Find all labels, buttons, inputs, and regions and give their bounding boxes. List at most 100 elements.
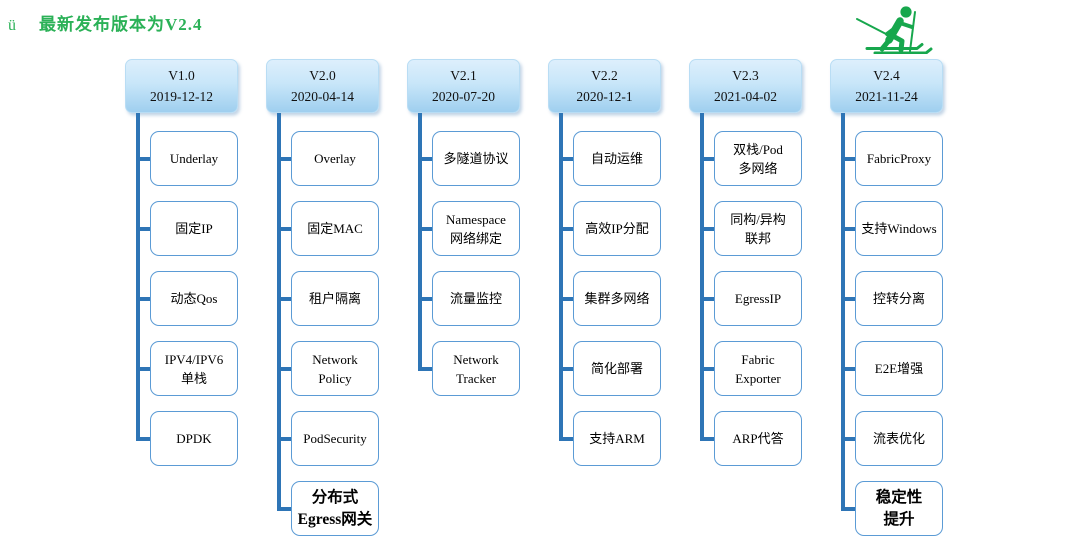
version-date: 2021-11-24 — [855, 89, 918, 104]
feature-line: 集群多网络 — [584, 291, 650, 306]
version-column: V2.1 2020-07-20 多隧道协议 Namespace 网络绑定流量监控 Netw… — [407, 59, 548, 539]
feature-line: 自动运维 — [590, 151, 643, 166]
connector-stub — [700, 226, 716, 231]
feature-line: 简化部署 — [590, 361, 643, 376]
feature-box: Namespace 网络绑定 — [432, 201, 520, 256]
connector-stub — [700, 436, 716, 441]
connector-stub — [700, 296, 716, 301]
feature-box: 自动运维 — [573, 131, 661, 186]
feature-line: 稳定性 — [875, 488, 923, 506]
connector-stub — [136, 156, 152, 161]
feature-box: 流量监控 — [432, 271, 520, 326]
feature-line: Network — [312, 351, 358, 367]
feature-line: Namespace — [446, 211, 506, 227]
feature-line: 固定MAC — [307, 221, 363, 236]
feature-box: Underlay — [150, 131, 238, 186]
feature-line: Fabric — [741, 351, 775, 367]
version-label: V2.1 — [450, 68, 477, 83]
feature-box: E2E增强 — [855, 341, 943, 396]
connector-stub — [841, 296, 857, 301]
feature-line: 支持ARM — [589, 431, 645, 446]
version-header: V2.2 2020-12-1 — [548, 59, 661, 113]
feature-box: 集群多网络 — [573, 271, 661, 326]
trunk-line — [136, 113, 140, 439]
feature-box: FabricProxy — [855, 131, 943, 186]
connector-stub — [277, 226, 293, 231]
feature-line: 支持Windows — [861, 221, 937, 236]
feature-line: Policy — [318, 370, 352, 386]
connector-stub — [559, 436, 575, 441]
feature-box: 分布式 Egress网关 — [291, 481, 379, 536]
connector-stub — [277, 156, 293, 161]
feature-line: Egress网关 — [297, 510, 373, 528]
connector-stub — [559, 156, 575, 161]
feature-line: 租户隔离 — [308, 291, 361, 306]
feature-line: 控转分离 — [872, 291, 925, 306]
feature-line: PodSecurity — [303, 431, 367, 446]
version-date: 2020-12-1 — [576, 89, 633, 104]
feature-line: 分布式 — [311, 488, 359, 506]
feature-line: 单栈 — [180, 370, 207, 386]
feature-box: ARP代答 — [714, 411, 802, 466]
connector-stub — [559, 296, 575, 301]
feature-box: 租户隔离 — [291, 271, 379, 326]
version-date: 2019-12-12 — [150, 89, 213, 104]
latest-version-text: 最新发布版本为V2.4 — [39, 15, 203, 34]
feature-line: 联邦 — [744, 230, 771, 246]
version-header: V2.4 2021-11-24 — [830, 59, 943, 113]
connector-stub — [418, 156, 434, 161]
trunk-line — [700, 113, 704, 439]
connector-stub — [559, 226, 575, 231]
feature-box: Overlay — [291, 131, 379, 186]
checkmark-bullet: ü — [8, 17, 16, 34]
connector-stub — [841, 436, 857, 441]
feature-line: FabricProxy — [866, 151, 932, 166]
version-date: 2020-07-20 — [432, 89, 495, 104]
connector-stub — [277, 506, 293, 511]
feature-line: 双栈/Pod — [733, 141, 783, 157]
version-header: V2.1 2020-07-20 — [407, 59, 520, 113]
feature-line: DPDK — [176, 431, 212, 446]
trunk-line — [277, 113, 281, 509]
connector-stub — [559, 366, 575, 371]
feature-box: 固定IP — [150, 201, 238, 256]
feature-line: Overlay — [314, 151, 356, 166]
feature-box: 支持Windows — [855, 201, 943, 256]
connector-stub — [841, 366, 857, 371]
connector-stub — [841, 156, 857, 161]
connector-stub — [841, 506, 857, 511]
version-label: V2.2 — [591, 68, 618, 83]
feature-line: 固定IP — [175, 221, 213, 236]
feature-line: 同构/异构 — [730, 211, 786, 227]
feature-box: 固定MAC — [291, 201, 379, 256]
connector-stub — [700, 366, 716, 371]
connector-stub — [136, 366, 152, 371]
connector-stub — [277, 296, 293, 301]
connector-stub — [418, 226, 434, 231]
version-label: V2.0 — [309, 68, 336, 83]
trunk-line — [418, 113, 422, 369]
feature-box: DPDK — [150, 411, 238, 466]
skier-icon — [856, 6, 933, 54]
feature-line: 动态Qos — [170, 291, 218, 306]
feature-box: 支持ARM — [573, 411, 661, 466]
feature-line: 网络绑定 — [449, 230, 502, 246]
feature-box: PodSecurity — [291, 411, 379, 466]
feature-line: Network — [453, 351, 499, 367]
feature-line: 多隧道协议 — [443, 151, 509, 166]
feature-box: EgressIP — [714, 271, 802, 326]
feature-line: Underlay — [169, 151, 219, 166]
feature-box: 动态Qos — [150, 271, 238, 326]
connector-stub — [277, 436, 293, 441]
feature-box: 流表优化 — [855, 411, 943, 466]
version-label: V2.4 — [873, 68, 900, 83]
